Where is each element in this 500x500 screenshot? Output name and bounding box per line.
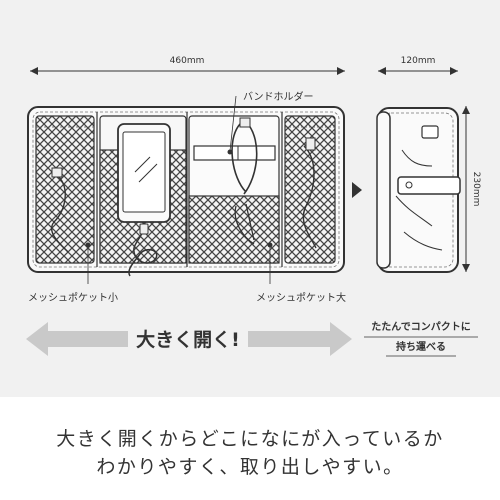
folded-height-dimension-line	[462, 106, 470, 272]
banner-label-bg	[128, 325, 248, 353]
carry-label: 持ち運べる	[396, 340, 446, 353]
mesh-pocket-large-label: メッシュポケット大	[256, 291, 346, 304]
caption-panel	[0, 397, 500, 500]
arrow-right-icon	[352, 182, 362, 198]
caption-line-1: 大きく開くからどこになにが入っているか	[56, 428, 444, 450]
band-holder-callout	[227, 95, 237, 155]
folded-width-label: 120mm	[401, 56, 436, 66]
folded-organizer	[376, 107, 461, 273]
mesh-pocket-small-callout	[85, 242, 91, 284]
mesh-pocket-large-callout	[267, 242, 273, 284]
fold-compact-label: たたんでコンパクトに	[371, 321, 471, 333]
caption-line-2: わかりやすく、取り出しやすい。	[96, 456, 404, 478]
open-organizer	[27, 106, 345, 277]
opens-wide-label: 大きく開く!	[136, 328, 240, 351]
product-illustration: 460mm 120mm 230mm	[26, 56, 481, 357]
mesh-pocket-small-label: メッシュポケット小	[28, 292, 118, 304]
width-dimension-line	[30, 67, 345, 75]
folded-height-label: 230mm	[471, 172, 481, 207]
open-width-label: 460mm	[170, 56, 205, 66]
band-holder-label: バンドホルダー	[243, 90, 314, 103]
folded-width-dimension-line	[378, 67, 458, 75]
